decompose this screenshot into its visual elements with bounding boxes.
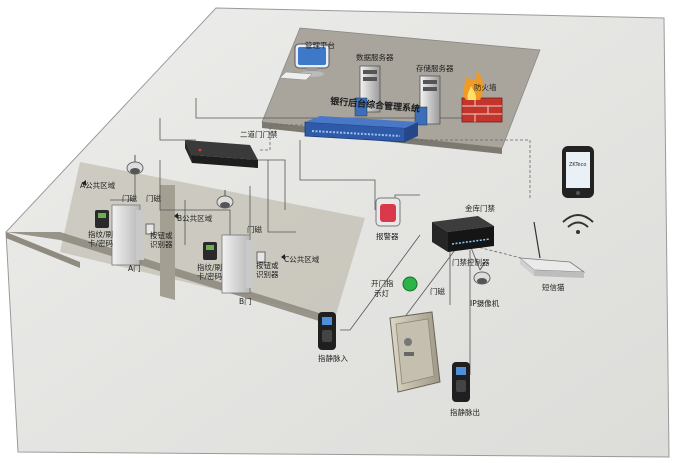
exit-button-icon bbox=[256, 251, 266, 263]
label-sms-cat: 短信猫 bbox=[542, 282, 565, 292]
label-public-c: C公共区域 bbox=[284, 254, 320, 264]
label-indicator: 示灯 bbox=[374, 288, 389, 298]
label-vein-in: 指静脉入 bbox=[318, 353, 348, 363]
label-door-mag: 门磁 bbox=[247, 224, 262, 234]
fingerprint-reader-icon bbox=[95, 210, 109, 228]
alarm-siren-icon bbox=[375, 197, 401, 227]
bank-zone bbox=[6, 162, 365, 326]
arrow-icon bbox=[82, 180, 86, 186]
vault-door-icon bbox=[389, 311, 441, 393]
monitor-icon bbox=[279, 43, 330, 81]
label-db-server: 数据服务器 bbox=[356, 52, 394, 62]
sms-modem-icon bbox=[518, 221, 586, 278]
label-reader: 指纹/刷 bbox=[88, 229, 113, 239]
label-public-a: A公共区域 bbox=[80, 180, 116, 190]
dome-camera-icon bbox=[216, 190, 234, 209]
firewall-icon bbox=[461, 70, 503, 123]
storage-server-icon bbox=[414, 75, 441, 126]
label-storage-server: 存储服务器 bbox=[416, 63, 454, 73]
access-controller-box bbox=[185, 140, 258, 168]
door-a bbox=[111, 204, 144, 266]
indicator-light-icon bbox=[402, 276, 418, 292]
label-two-door-ac: 二道门门禁 bbox=[240, 129, 278, 139]
door-controller-box bbox=[432, 216, 494, 252]
vein-reader-icon bbox=[318, 312, 336, 350]
label-vault-door-mag: 门磁 bbox=[430, 286, 445, 296]
label-reader: 指纹/刷 bbox=[197, 262, 222, 272]
label-exit-button: 按钮或 bbox=[150, 230, 173, 240]
label-door-b: B门 bbox=[239, 297, 252, 306]
label-reader: 卡/密码 bbox=[88, 238, 114, 248]
label-door-mag: 门磁 bbox=[122, 193, 137, 203]
network-switch-icon bbox=[304, 116, 418, 143]
dome-camera-icon bbox=[126, 155, 144, 175]
label-exit-button: 识别器 bbox=[150, 240, 173, 249]
phone-brand: ZKTeco bbox=[569, 162, 586, 168]
label-vein-out: 指静脉出 bbox=[450, 407, 480, 417]
label-exit-button: 按钮或 bbox=[256, 260, 279, 270]
label-reader: 卡/密码 bbox=[197, 271, 223, 281]
label-exit-button: 识别器 bbox=[256, 270, 279, 279]
label-firewall: 防火墙 bbox=[474, 82, 497, 92]
door-b bbox=[221, 234, 254, 294]
label-door-a: A门 bbox=[128, 264, 141, 273]
arrow-icon bbox=[281, 254, 285, 260]
fingerprint-reader-icon bbox=[203, 242, 217, 260]
label-vault-ac: 金库门禁 bbox=[465, 203, 495, 213]
label-public-b: B公共区域 bbox=[177, 213, 213, 223]
wifi-icon bbox=[562, 214, 594, 234]
label-door-mag: 门磁 bbox=[146, 193, 161, 203]
label-ip-camera: IP摄像机 bbox=[470, 298, 500, 308]
mobile-phone-icon: ZKTeco bbox=[562, 146, 594, 198]
label-indicator: 开门指 bbox=[371, 278, 394, 288]
label-alarm: 报警器 bbox=[376, 231, 399, 241]
label-door-controller: 门禁控制器 bbox=[452, 257, 490, 267]
exit-button-icon bbox=[145, 223, 155, 235]
arrow-icon bbox=[174, 213, 178, 219]
ip-camera-icon bbox=[473, 261, 491, 285]
database-server-icon bbox=[354, 65, 381, 117]
vein-reader-icon bbox=[452, 362, 470, 402]
label-mgmt-platform: 管理平台 bbox=[305, 40, 335, 50]
